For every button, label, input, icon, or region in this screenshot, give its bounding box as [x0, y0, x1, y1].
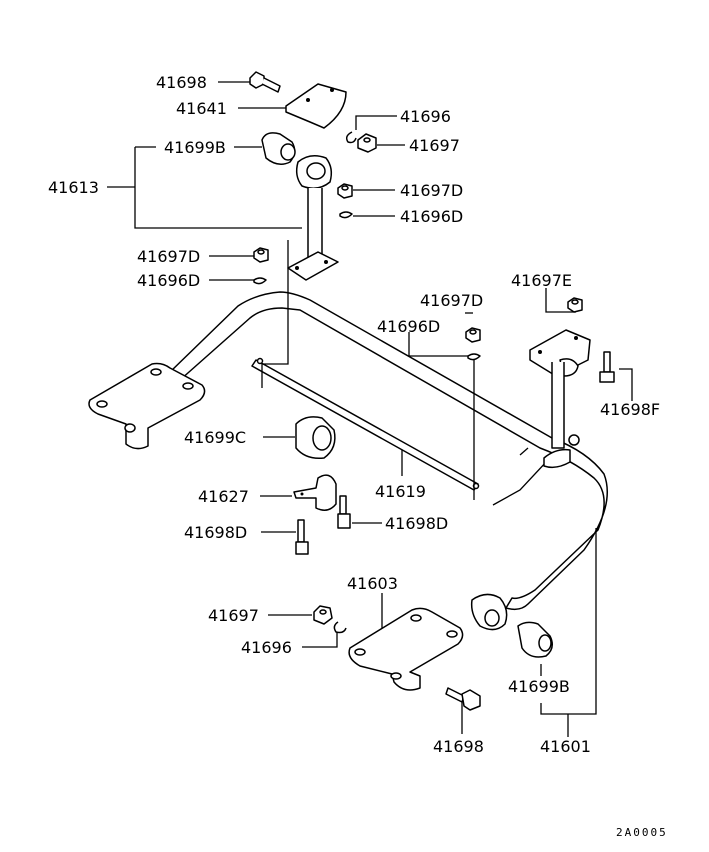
- mount-plate-41603: [348, 607, 464, 691]
- clamp-41627: [293, 474, 337, 511]
- bolt-41698-bot: [445, 687, 481, 711]
- nut-41697-bot: [313, 605, 333, 625]
- label-41697D-c: 41697D: [420, 291, 483, 310]
- label-41699B-bot: 41699B: [508, 677, 570, 696]
- label-41627: 41627: [198, 487, 249, 506]
- washer-41696-bot: [333, 621, 347, 634]
- bracket-right: [529, 329, 591, 469]
- bracket-41641: [285, 83, 347, 129]
- washer-41696D-c: [467, 353, 481, 361]
- label-41698D-a: 41698D: [184, 523, 247, 542]
- label-41699B-top: 41699B: [164, 138, 226, 157]
- label-41696D-b: 41696D: [137, 271, 200, 290]
- diagram-code: 2A0005: [616, 826, 668, 839]
- label-41698D-b: 41698D: [385, 514, 448, 533]
- bolt-41698D-a: [295, 519, 309, 555]
- washer-41696-top: [345, 131, 357, 144]
- nut-41697D-b: [253, 247, 269, 263]
- label-41601: 41601: [540, 737, 591, 756]
- bolt-41698-top: [249, 71, 281, 93]
- label-41698F: 41698F: [600, 400, 660, 419]
- washer-41696D-a: [339, 211, 353, 219]
- bolt-41698F: [599, 351, 615, 383]
- left-mount-plate: [88, 362, 206, 450]
- label-41603: 41603: [347, 574, 398, 593]
- label-41697D-a: 41697D: [400, 181, 463, 200]
- label-41641: 41641: [176, 99, 227, 118]
- label-41697-top: 41697: [409, 136, 460, 155]
- label-41697-bot: 41697: [208, 606, 259, 625]
- label-41696-top: 41696: [400, 107, 451, 126]
- tie-bar: [251, 240, 549, 506]
- label-41697D-b: 41697D: [137, 247, 200, 266]
- label-41699C: 41699C: [184, 428, 246, 447]
- label-41696-bot: 41696: [241, 638, 292, 657]
- label-41698-bot: 41698: [433, 737, 484, 756]
- label-41696D-a: 41696D: [400, 207, 463, 226]
- part-labels: 41698 41641 41696 41699B 41697 41613 416…: [48, 73, 660, 756]
- bushing-41699B-bot: [517, 621, 553, 658]
- bushing-41699B-top: [261, 132, 296, 165]
- nut-41697D-c: [465, 327, 481, 343]
- bushing-41699C: [295, 416, 336, 460]
- label-41613: 41613: [48, 178, 99, 197]
- nut-41697D-a: [337, 183, 353, 199]
- washer-41696D-b: [253, 277, 267, 285]
- link-rod-left: [287, 155, 339, 281]
- label-41698-top: 41698: [156, 73, 207, 92]
- nut-41697-top: [357, 133, 377, 153]
- label-41619: 41619: [375, 482, 426, 501]
- leader-lines: [107, 81, 633, 737]
- label-41697E: 41697E: [511, 271, 572, 290]
- label-41696D-c: 41696D: [377, 317, 440, 336]
- nut-41697E: [567, 297, 583, 313]
- bolt-41698D-b: [337, 495, 351, 529]
